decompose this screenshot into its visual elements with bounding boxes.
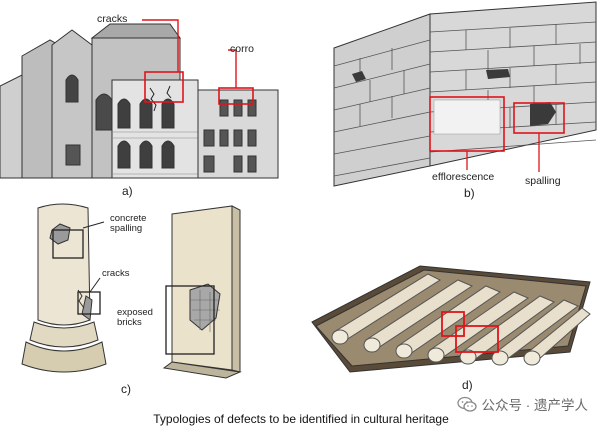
panel-a-building [0, 19, 279, 179]
label-spalling: spalling [525, 175, 561, 187]
label-concrete-spalling: concrete spalling [110, 213, 147, 235]
label-corrosion-a: corro [230, 43, 254, 55]
panel-letter-b: b) [464, 186, 475, 200]
panel-b-brick-wall [333, 1, 597, 187]
figure-caption: Typologies of defects to be identified i… [153, 412, 449, 426]
label-cracks-a: cracks [97, 13, 128, 25]
panel-letter-d: d) [462, 378, 473, 392]
panel-letter-c: c) [121, 382, 131, 396]
label-efflorescence: efflorescence [432, 171, 495, 183]
watermark: 公众号 · 遗产学人 [456, 394, 589, 414]
panel-letter-a: a) [122, 184, 133, 198]
wechat-icon [456, 396, 477, 412]
watermark-text: 公众号 · 遗产学人 [481, 398, 589, 413]
panel-c-columns [21, 203, 242, 379]
label-exposed-bricks: exposed bricks [117, 307, 153, 329]
label-cracks-c: cracks [102, 268, 130, 279]
panel-d-roof [311, 265, 591, 373]
